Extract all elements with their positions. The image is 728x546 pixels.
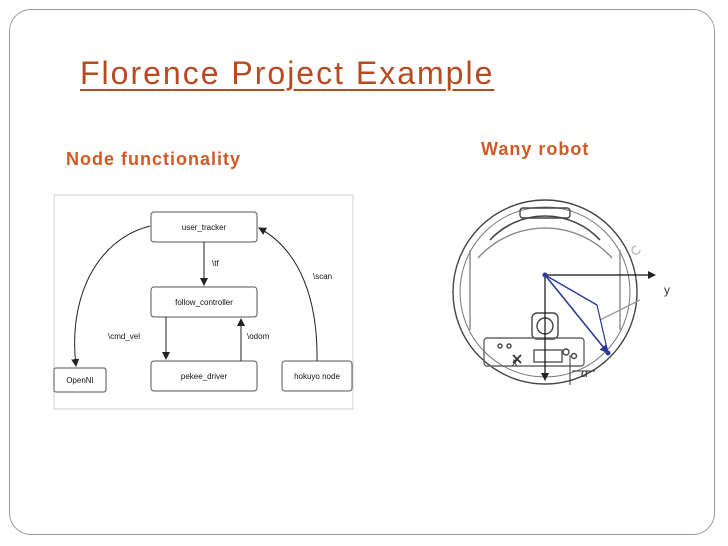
slide-frame: [9, 9, 715, 535]
node-pekee-driver: pekee_driver: [150, 360, 258, 392]
robot-outer-body: [452, 199, 638, 385]
node-functionality-heading: Node functionality: [66, 149, 241, 169]
edge-scan: \scan: [258, 227, 332, 362]
svg-text:user_tracker: user_tracker: [182, 223, 227, 232]
edge-odom: \odom: [237, 318, 270, 361]
svg-text:hokuyo node: hokuyo node: [294, 372, 340, 381]
svg-text:OpenNI: OpenNI: [66, 376, 94, 385]
edge-openni-to-user-tracker: [71, 225, 151, 367]
angle-alpha-label: α: [581, 366, 589, 380]
node-openni: OpenNI: [53, 367, 107, 393]
svg-text:\tf: \tf: [212, 259, 219, 268]
axis-y-label: y: [664, 283, 670, 297]
axis-x-label: x: [511, 355, 519, 369]
robot-heading-vectors: α: [542, 272, 611, 385]
svg-text:pekee_driver: pekee_driver: [181, 372, 228, 381]
edge-tf: \tf: [200, 242, 219, 286]
node-follow-controller: follow_controller: [150, 286, 258, 318]
slide-title: Florence Project Example: [80, 55, 495, 91]
diagram-border: [53, 194, 354, 410]
svg-text:\odom: \odom: [247, 332, 270, 341]
wany-robot-heading: Wany robot: [481, 139, 590, 159]
svg-text:\cmd_vel: \cmd_vel: [108, 332, 140, 341]
svg-text:\scan: \scan: [313, 272, 332, 281]
edge-cmd-vel: \cmd_vel: [108, 317, 170, 360]
svg-text:follow_controller: follow_controller: [175, 298, 233, 307]
robot-axes: y x: [511, 271, 670, 381]
